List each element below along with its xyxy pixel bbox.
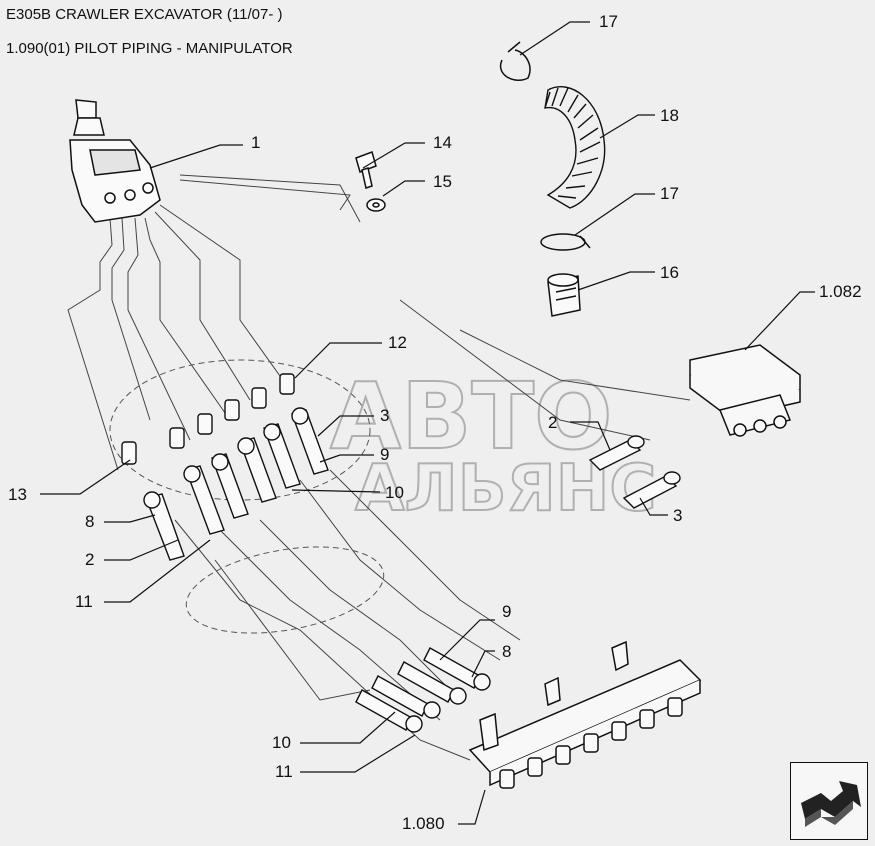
callout-17-top: 17: [599, 12, 618, 31]
fittings-group-right: [588, 435, 681, 509]
callout-14: 14: [433, 133, 452, 152]
callout-2-right: 2: [548, 413, 557, 432]
callout-3-right: 3: [673, 506, 682, 525]
callout-13: 13: [8, 485, 27, 504]
clamp-part-17-bottom: [540, 233, 591, 251]
next-page-arrow-icon: [801, 781, 861, 827]
callout-16: 16: [660, 263, 679, 282]
leader-lines: [40, 21, 815, 825]
next-page-button[interactable]: [790, 762, 868, 840]
washer-part-15: [366, 198, 386, 212]
callout-2-left: 2: [85, 550, 94, 569]
callout-8-bottom: 8: [502, 642, 511, 661]
valve-bank-1-080: [468, 640, 702, 789]
callout-18: 18: [660, 106, 679, 125]
clamp-part-17-top: [499, 41, 531, 81]
callout-labels: 1 14 15 17 18 17 16 1.082 12 3 9 10 13 8…: [8, 12, 862, 833]
callout-11-bottom: 11: [275, 762, 293, 781]
pilot-hoses: [67, 174, 691, 761]
fittings-group-left: [121, 373, 329, 561]
watermark-line-1: АВТО: [330, 363, 612, 470]
callout-1-082: 1.082: [819, 282, 862, 301]
fittings-group-bottom: [355, 647, 491, 733]
callout-17-bottom: 17: [660, 184, 679, 203]
callout-12: 12: [388, 333, 407, 352]
callout-3-upper: 3: [380, 406, 389, 425]
callout-11-left: 11: [75, 592, 93, 611]
callout-9-bottom: 9: [502, 602, 511, 621]
callout-1: 1: [251, 133, 260, 152]
pilot-valve-part-1: [69, 99, 161, 223]
bushing-part-16: [547, 273, 581, 317]
section-title: 1.090(01) PILOT PIPING - MANIPULATOR: [6, 40, 293, 57]
callout-10-upper: 10: [385, 483, 404, 502]
callout-1-080: 1.080: [402, 814, 445, 833]
callout-9-upper: 9: [380, 445, 389, 464]
callout-10-bottom: 10: [272, 733, 291, 752]
callout-15: 15: [433, 172, 452, 191]
callout-8-left: 8: [85, 512, 94, 531]
manifold-block-1-082: [689, 344, 801, 437]
model-title: E305B CRAWLER EXCAVATOR (11/07- ): [6, 6, 283, 23]
bolt-part-14: [355, 151, 377, 189]
rubber-boot-part-18: [544, 86, 606, 209]
